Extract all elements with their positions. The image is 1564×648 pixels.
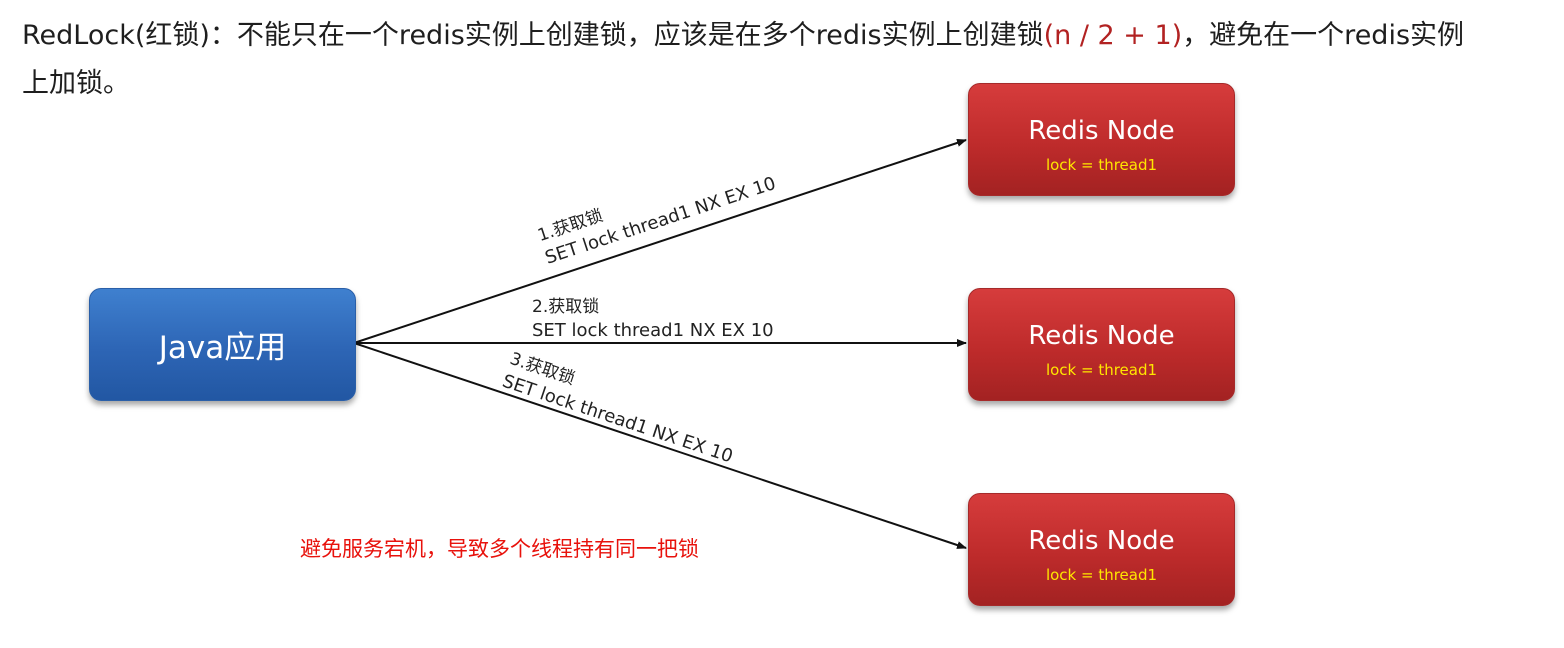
- heading-formula: (n / 2 + 1): [1043, 20, 1183, 51]
- edge-step-2: 2.获取锁: [532, 297, 600, 317]
- heading-suffix: ，避免在一个redis实例上加锁。: [22, 20, 1465, 99]
- redis-node-title: Redis Node: [1028, 115, 1175, 146]
- redis-node-lock: lock = thread1: [1045, 360, 1158, 379]
- redis-node-title: Redis Node: [1028, 525, 1175, 556]
- edge-command-2: SET lock thread1 NX EX 10: [532, 320, 774, 341]
- redis-node-2: Redis Node lock = thread1: [968, 288, 1235, 401]
- arrow-to-node-3: [353, 342, 967, 549]
- page-heading: RedLock(红锁)：不能只在一个redis实例上创建锁，应该是在多个redi…: [22, 12, 1482, 108]
- java-app-label: Java应用: [158, 330, 287, 366]
- edge-label-2: 2.获取锁 SET lock thread1 NX EX 10: [532, 296, 774, 342]
- redis-node-3: Redis Node lock = thread1: [968, 493, 1235, 606]
- arrow-to-node-1: [353, 139, 967, 344]
- redis-node-1: Redis Node lock = thread1: [968, 83, 1235, 196]
- java-app-box: Java应用: [89, 288, 356, 401]
- warning-note: 避免服务宕机，导致多个线程持有同一把锁: [300, 537, 699, 561]
- redis-node-lock: lock = thread1: [1045, 565, 1158, 584]
- redis-node-title: Redis Node: [1028, 320, 1175, 351]
- redis-node-lock: lock = thread1: [1045, 155, 1158, 174]
- heading-prefix: RedLock(红锁)：不能只在一个redis实例上创建锁，应该是在多个redi…: [22, 20, 1044, 51]
